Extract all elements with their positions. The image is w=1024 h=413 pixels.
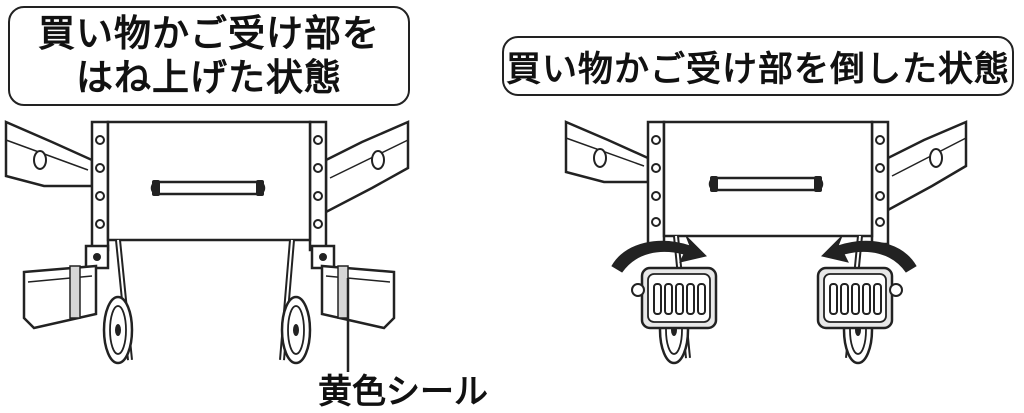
- title-box-basket-lowered: 買い物かご受け部を倒した状態: [502, 36, 1014, 96]
- title-line: 買い物かご受け部を倒した状態: [505, 49, 1010, 90]
- yellow-sticker-callout: 黄色シール: [318, 372, 488, 412]
- curved-arrow-icon-right: [821, 235, 917, 273]
- right-walker-illustration: [564, 120, 968, 365]
- title-line-1: 買い物かご受け部を: [38, 12, 380, 55]
- title-line-2: はね上げた状態: [76, 56, 342, 99]
- lowered-receiver-left: [631, 266, 718, 330]
- lowered-receiver-right: [816, 266, 903, 330]
- title-box-basket-raised: 買い物かご受け部を はね上げた状態: [8, 6, 410, 106]
- curved-arrow-icon-left: [611, 235, 707, 273]
- left-walker-illustration: [4, 120, 410, 372]
